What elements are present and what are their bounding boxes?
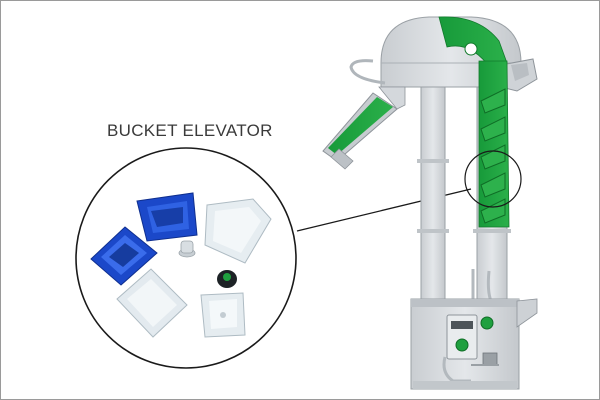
boot-section xyxy=(410,298,538,390)
figure-title: BUCKET ELEVATOR xyxy=(107,121,273,140)
blue-bucket-large xyxy=(136,192,198,242)
inspection-circle xyxy=(464,150,522,208)
white-bucket-angled xyxy=(116,268,188,338)
discharge-chute xyxy=(322,86,406,170)
grey-cap-part xyxy=(178,240,196,258)
white-bucket-square xyxy=(200,292,246,338)
blue-bucket-small xyxy=(90,226,158,286)
elevator-head xyxy=(349,16,538,92)
elevator-legs xyxy=(417,60,511,302)
black-fitting-part xyxy=(217,270,237,288)
white-bucket-large xyxy=(204,198,272,264)
bucket-samples-callout xyxy=(75,147,297,369)
